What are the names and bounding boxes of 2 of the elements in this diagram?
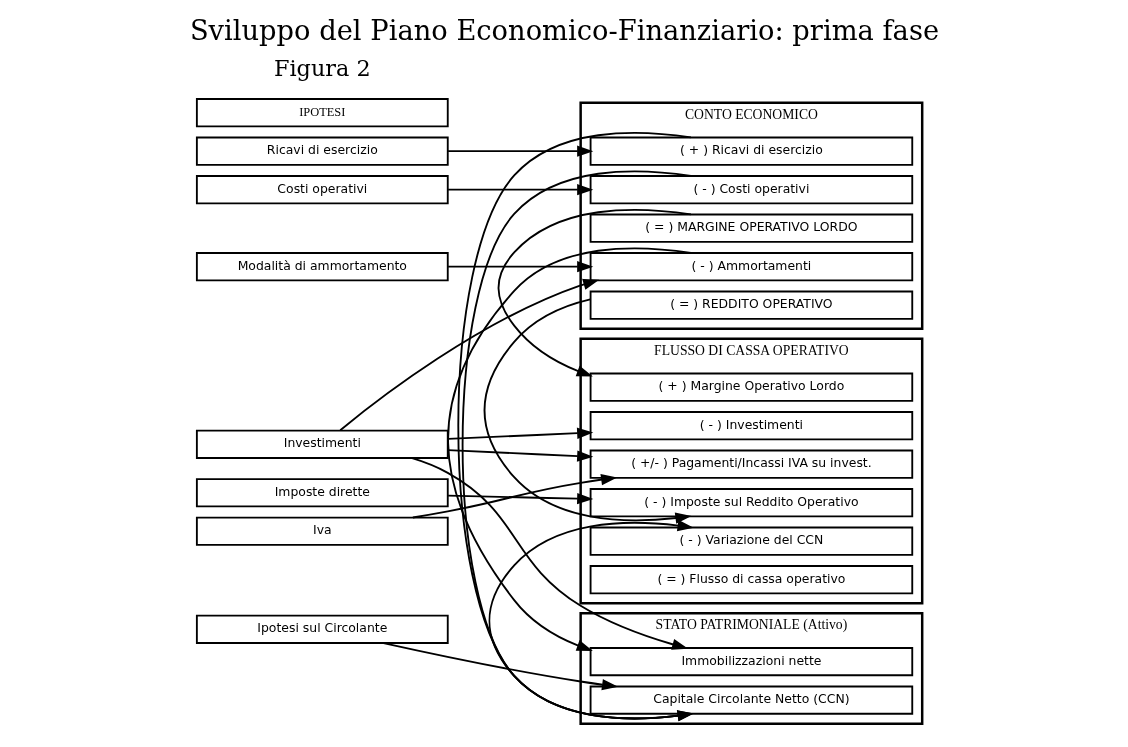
label: Figura 2 <box>273 54 371 81</box>
diagram-title: Sviluppo del Piano Economico-Finanziario: prima fase <box>189 15 939 47</box>
